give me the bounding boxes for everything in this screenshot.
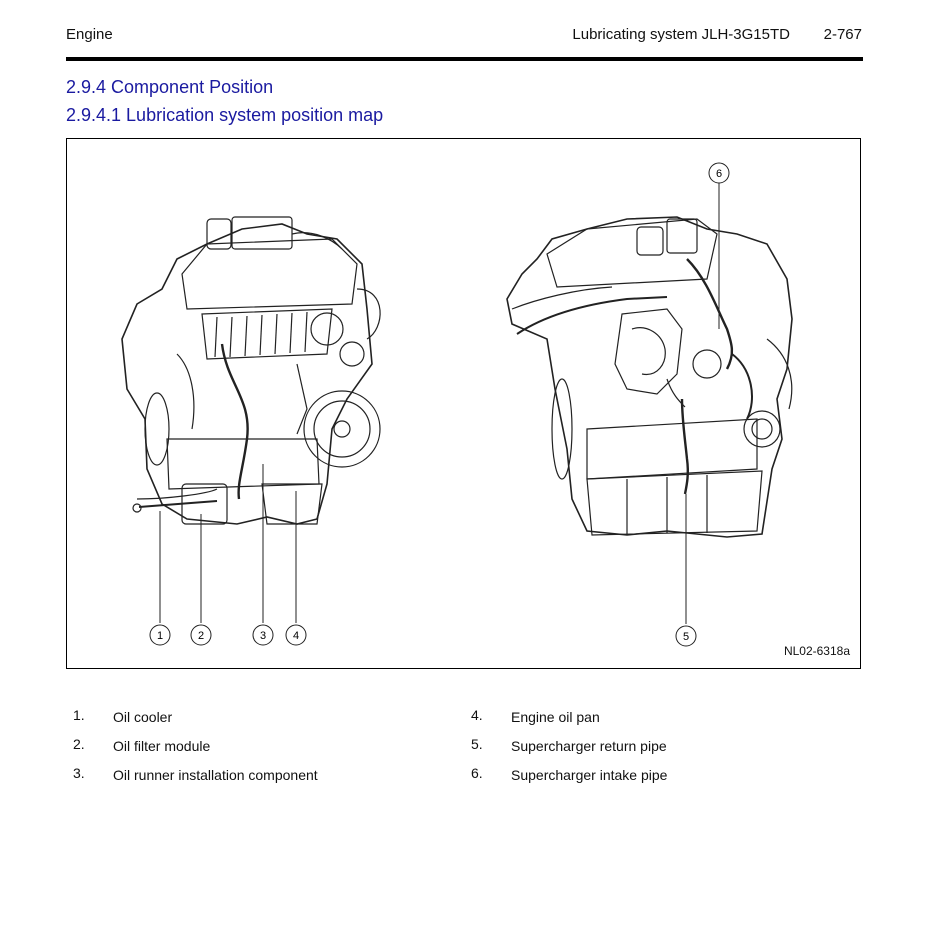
callout-6: 6 (708, 162, 730, 184)
callout-4-label: 4 (293, 630, 299, 642)
callout-5-label: 5 (683, 631, 689, 643)
callout-3: 3 (252, 624, 274, 646)
callout-2-label: 2 (198, 630, 204, 642)
callout-1-label: 1 (157, 630, 163, 642)
legend-number: 2. (73, 736, 85, 752)
header-rule (66, 57, 863, 61)
legend-number: 6. (471, 765, 483, 781)
callout-1: 1 (149, 624, 171, 646)
callout-2: 2 (190, 624, 212, 646)
legend-label: Supercharger return pipe (511, 738, 667, 754)
callout-5: 5 (675, 625, 697, 647)
engine-figure: 1 2 3 4 5 6 NL02-6318a (66, 138, 861, 669)
callout-4: 4 (285, 624, 307, 646)
subsection-heading: 2.9.4.1 Lubrication system position map (66, 105, 384, 125)
page-header: Engine Lubricating system JLH-3G15TD 2-7… (66, 26, 862, 48)
legend-label: Oil runner installation component (113, 767, 318, 783)
engine-illustration: 1 2 3 4 5 6 (121, 162, 793, 647)
legend-number: 4. (471, 707, 483, 723)
leader-lines (159, 183, 720, 624)
figure-code: NL02-6318a (783, 644, 850, 658)
header-chapter: Engine (66, 26, 113, 43)
right-engine-drawing (506, 216, 793, 538)
legend-number: 1. (73, 707, 85, 723)
section-heading: 2.9.4 Component Position (66, 77, 274, 97)
legend-number: 5. (471, 736, 483, 752)
header-page-number: 2-767 (823, 26, 862, 43)
legend-number: 3. (73, 765, 85, 781)
legend-label: Oil cooler (113, 709, 173, 725)
legend-label: Supercharger intake pipe (511, 767, 668, 783)
header-section: Lubricating system JLH-3G15TD (572, 26, 790, 43)
callout-6-label: 6 (716, 168, 722, 180)
callout-3-label: 3 (260, 630, 266, 642)
legend-label: Oil filter module (113, 738, 211, 754)
legend-label: Engine oil pan (511, 709, 600, 725)
left-engine-drawing (121, 216, 381, 525)
